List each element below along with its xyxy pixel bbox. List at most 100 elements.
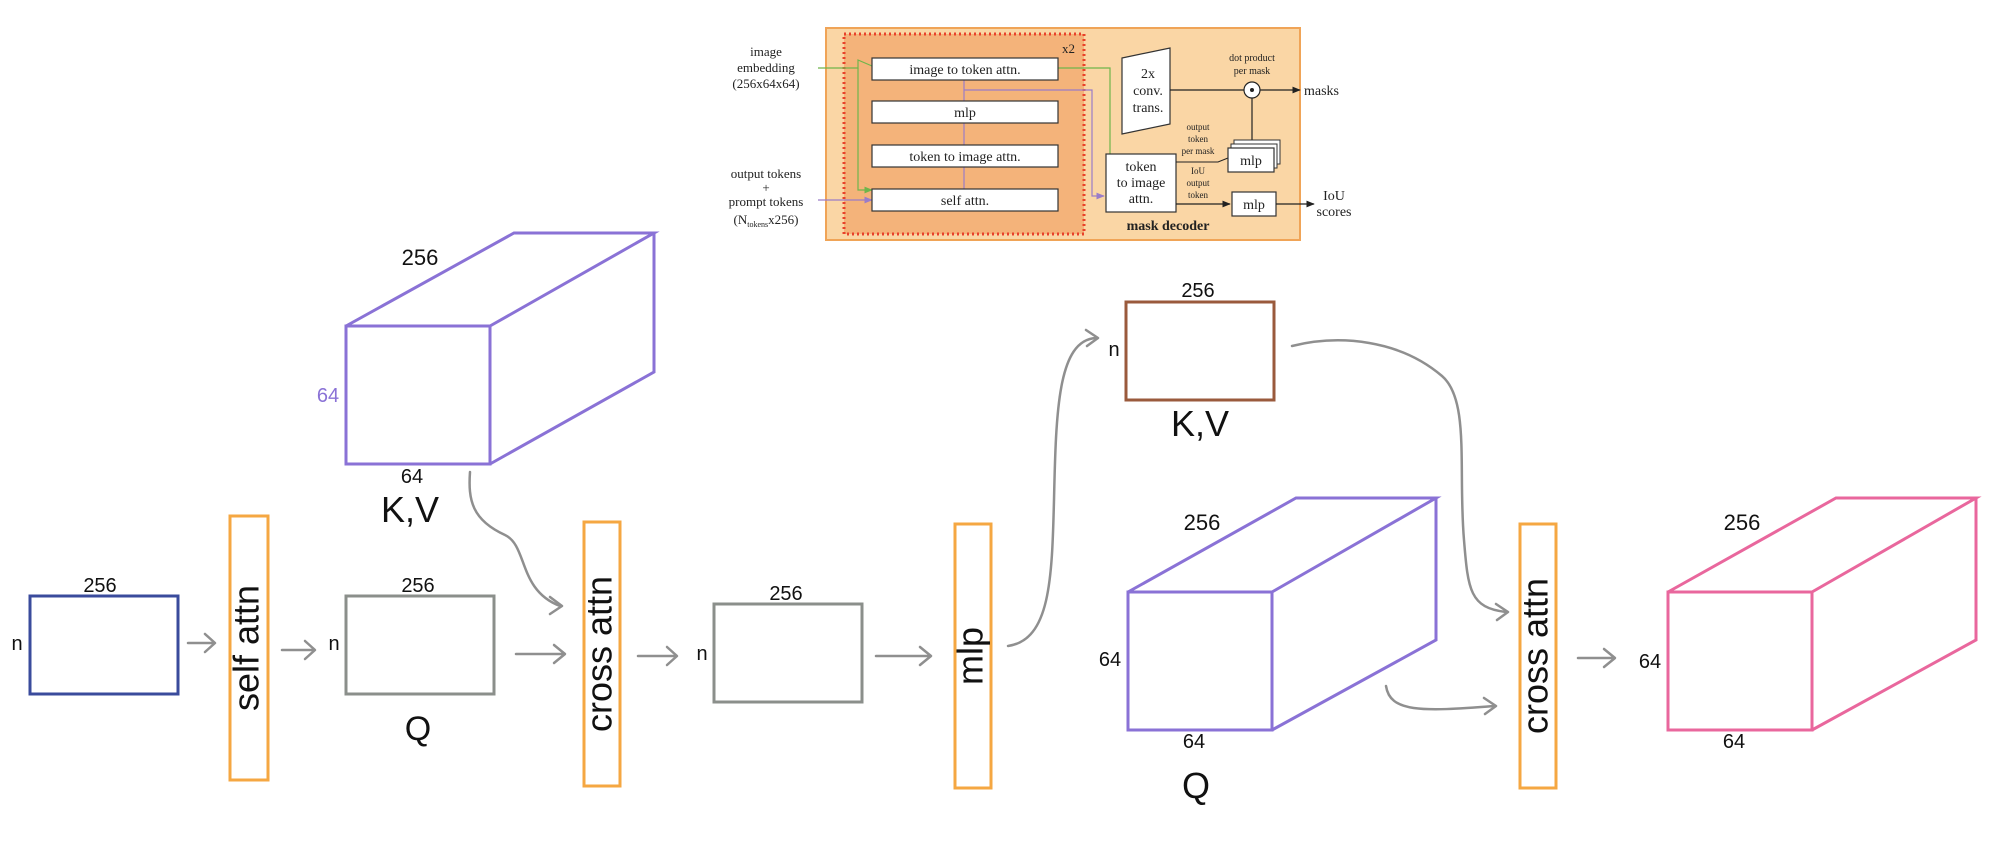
q2-top-edges: [1127, 496, 1442, 594]
input-box-side-label: n: [11, 633, 22, 655]
conv-trans-label: 2x conv. trans.: [1133, 67, 1164, 116]
image-embedding-line: [818, 59, 873, 69]
conv-line1: 2x: [1141, 67, 1155, 82]
q1-label: Q: [405, 710, 431, 748]
mlp-label: mlp: [950, 627, 991, 685]
kv1-front-face: [344, 324, 492, 466]
arrow-q2-to-crossattn2: [1384, 684, 1496, 711]
out-tok-line3: per mask: [1182, 146, 1215, 156]
q1-box: [344, 594, 496, 696]
input-box-top-label: 256: [83, 575, 116, 597]
iou-tok-line2: output: [1186, 178, 1210, 188]
kv1-right-edges: [489, 233, 656, 466]
iou-tok-line3: token: [1188, 190, 1208, 200]
q2-right-edges: [1271, 498, 1438, 732]
mid-token-box: [712, 602, 864, 704]
mask-decoder-inset: x2 image embedding (256x64x64) output to…: [729, 27, 1352, 241]
kv2-side-label: n: [1108, 339, 1119, 361]
mlp-stack-front: [1227, 147, 1275, 173]
image-to-attn-green: [857, 68, 873, 194]
arrow-mlp-to-kv2: [1006, 336, 1098, 648]
block-self-attn: [871, 188, 1059, 212]
kv1-label: K,V: [381, 489, 439, 530]
dot-product-dot: [1250, 88, 1254, 92]
iou-scores-line1: IoU: [1323, 189, 1345, 204]
block-self-attn-label: self attn.: [941, 194, 989, 209]
q2-top-label: 256: [1184, 510, 1221, 535]
self-attn-label: self attn: [226, 585, 267, 711]
q2-label: Q: [1182, 765, 1210, 806]
iou-tok-line1: IoU: [1191, 166, 1205, 176]
tokens-label-line4: (Ntokensx256): [734, 212, 799, 229]
out-tok-line1: output: [1186, 122, 1210, 132]
t2i-line2: to image: [1117, 176, 1166, 191]
tokens-label: output tokens + prompt tokens (Ntokensx2…: [729, 166, 804, 229]
flow-diagram: 256 n self attn 256 n Q 256 64 64 K,V cr…: [11, 231, 1982, 806]
output-bottom-label: 64: [1723, 731, 1745, 753]
out-tok-line2: token: [1188, 134, 1208, 144]
q2-side-label: 64: [1099, 649, 1121, 671]
output-top-label: 256: [1724, 510, 1761, 535]
output-cube: [1666, 496, 1982, 732]
mask-decoder-title: mask decoder: [1127, 219, 1210, 234]
arrow-selfattn-to-q: [280, 639, 317, 661]
t2i-line3: attn.: [1129, 192, 1154, 207]
kv2-label: K,V: [1171, 403, 1229, 444]
kv1-top-label: 256: [402, 245, 439, 270]
output-side-label: 64: [1639, 651, 1661, 673]
block-mlp-label: mlp: [954, 106, 976, 121]
arrow-q2-head: [1482, 696, 1498, 716]
mlp-upper-label: mlp: [1240, 154, 1262, 169]
cross-attn1-label: cross attn: [579, 576, 620, 732]
conv-line3: trans.: [1133, 101, 1164, 116]
input-token-box: [28, 594, 180, 696]
kv1-bottom-label: 64: [401, 466, 423, 488]
q2-cube: [1126, 496, 1442, 732]
mid-box-top-label: 256: [769, 583, 802, 605]
block-token-to-image-attn: [871, 144, 1059, 168]
t2i-to-mlp-upper-line: [1176, 157, 1229, 163]
repeat-label: x2: [1062, 41, 1075, 56]
kv1-cube: [344, 231, 660, 466]
t2i-line1: token: [1125, 160, 1156, 175]
masks-label: masks: [1304, 84, 1339, 99]
arrow-mid-to-mlp: [874, 645, 933, 667]
kv1-side-label: 64: [317, 385, 339, 407]
output-right-edges: [1811, 498, 1978, 732]
block-mlp: [871, 100, 1059, 124]
output-front-face: [1666, 590, 1814, 732]
cross-attn2-block: [1518, 522, 1558, 790]
cross-attn2-label: cross attn: [1515, 578, 1556, 734]
output-token-label: output token per mask: [1182, 122, 1215, 156]
image-label-line2: embedding: [737, 60, 795, 75]
arrow-input-to-selfattn: [186, 632, 217, 654]
tokens-right-purple: [964, 89, 1105, 200]
mid-box-side-label: n: [696, 643, 707, 665]
kv1-top-edges: [345, 231, 660, 328]
block-token-to-image-attn-label: token to image attn.: [909, 150, 1020, 165]
conv-trans-block: [1121, 47, 1171, 135]
self-attn-block: [228, 514, 270, 782]
conv-line2: conv.: [1133, 84, 1163, 99]
token-to-image-attn-box: [1105, 153, 1177, 213]
arrow-kv2-head: [1494, 602, 1510, 622]
arrow-mlp-kv2-head: [1084, 328, 1100, 348]
mlp-block: [953, 522, 993, 790]
repeat-dotted-border: [842, 32, 1086, 236]
iou-scores-line2: scores: [1317, 205, 1352, 220]
arrow-kv1-to-crossattn: [468, 470, 562, 608]
image-label-line1: image: [750, 44, 782, 59]
tokens-label-line1: output tokens: [731, 166, 801, 181]
kv2-box: [1124, 300, 1276, 402]
output-top-edges: [1667, 496, 1982, 594]
dot-product-label-1: dot product: [1229, 53, 1275, 64]
mlp-lower-label: mlp: [1243, 198, 1265, 213]
arrow-kv1-head: [548, 595, 564, 616]
q1-side-label: n: [328, 633, 339, 655]
iou-token-label: IoU output token: [1186, 166, 1210, 200]
block-image-to-token-attn: [871, 57, 1059, 81]
image-embedding-label: image embedding (256x64x64): [732, 44, 799, 91]
block-image-to-token-attn-label: image to token attn.: [909, 63, 1020, 78]
